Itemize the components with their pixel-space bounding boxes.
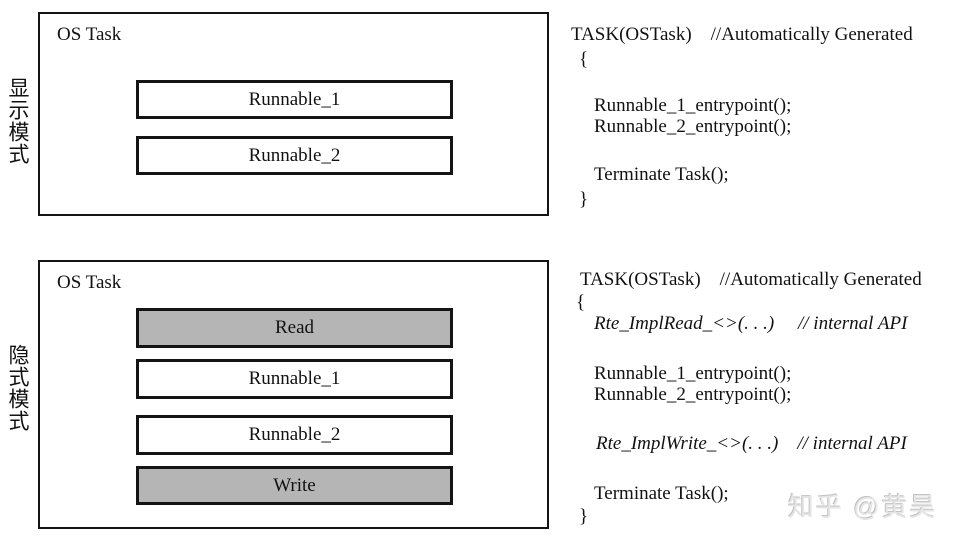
code-line-internal-api-read: Rte_ImplRead_<>(. . .) // internal API bbox=[594, 313, 908, 334]
code-line: Terminate Task(); bbox=[594, 483, 729, 504]
code-line: Runnable_2_entrypoint(); bbox=[594, 384, 792, 405]
code-line-internal-api-write: Rte_ImplWrite_<>(. . .) // internal API bbox=[596, 433, 907, 454]
runnable-2-label: Runnable_2 bbox=[248, 424, 341, 445]
os-task-box-explicit: OS Task Runnable_1 Runnable_2 bbox=[38, 12, 549, 216]
code-line: { bbox=[576, 292, 586, 313]
write-bar: Write bbox=[136, 466, 453, 505]
code-line: { bbox=[579, 49, 589, 70]
runnable-2-label: Runnable_2 bbox=[248, 144, 341, 166]
read-label: Read bbox=[274, 317, 315, 338]
read-bar: Read bbox=[136, 308, 453, 348]
mode-label-explicit: 显示模式 bbox=[6, 77, 30, 165]
os-task-title: OS Task bbox=[57, 272, 122, 293]
write-label: Write bbox=[273, 474, 316, 496]
mode-label-implicit: 隐式模式 bbox=[6, 344, 30, 432]
runnable-1-bar: Runnable_1 bbox=[136, 80, 453, 119]
code-line: TASK(OSTask) //Automatically Generated bbox=[580, 269, 922, 290]
code-line: Terminate Task(); bbox=[594, 164, 729, 185]
code-line: Runnable_2_entrypoint(); bbox=[594, 116, 792, 137]
runnable-1-label: Runnable_1 bbox=[248, 368, 341, 389]
watermark: 知乎 @黄昊 bbox=[788, 492, 938, 522]
runnable-1-bar: Runnable_1 bbox=[136, 359, 453, 399]
runnable-2-bar: Runnable_2 bbox=[136, 415, 453, 455]
code-line: } bbox=[579, 506, 589, 527]
os-task-box-implicit: OS Task Read Runnable_1 Runnable_2 Write bbox=[38, 260, 549, 529]
code-line: Runnable_1_entrypoint(); bbox=[594, 95, 792, 116]
code-line: TASK(OSTask) //Automatically Generated bbox=[571, 24, 913, 45]
runnable-1-label: Runnable_1 bbox=[248, 88, 341, 110]
os-task-title: OS Task bbox=[57, 24, 122, 45]
runnable-2-bar: Runnable_2 bbox=[136, 136, 453, 175]
code-line: } bbox=[579, 189, 589, 210]
code-line: Runnable_1_entrypoint(); bbox=[594, 363, 792, 384]
